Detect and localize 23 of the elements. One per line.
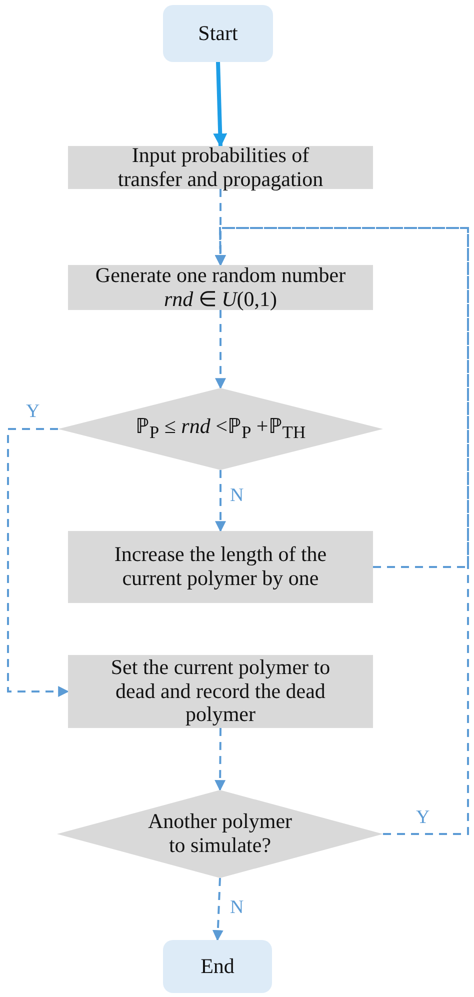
- decision-diamond: [58, 388, 383, 470]
- arrow: [215, 310, 226, 390]
- terminal-box: [163, 5, 273, 62]
- node-text: Input probabilities of transfer and propagation: [116, 144, 324, 192]
- process-box: [68, 146, 373, 189]
- arrow: [214, 728, 226, 792]
- arrow: [212, 878, 224, 942]
- node-text: Increase the length of the current polymer by one: [113, 543, 328, 591]
- node-text: End: [200, 954, 234, 978]
- arrow: [7, 428, 70, 697]
- arrow: [213, 62, 228, 148]
- node-text: Set the current polymer to dead and record the dead polymer: [110, 656, 331, 727]
- arrow: [215, 470, 226, 532]
- process-box: [68, 531, 373, 603]
- process-box: [68, 265, 373, 310]
- node-text: Generate one random number rnd ∈ U(0,1): [94, 264, 347, 312]
- arrow: [214, 227, 469, 568]
- process-box: [68, 655, 373, 728]
- node-text: Start: [198, 22, 238, 46]
- node-text: ℙ$_{P}$ ≤ rnd <ℙ$_{P}$ +ℙ$_{TH}$: [135, 415, 306, 443]
- terminal-box: [163, 940, 272, 993]
- decision-diamond: [57, 790, 383, 878]
- node-text: Another polymer to simulate?: [147, 810, 293, 858]
